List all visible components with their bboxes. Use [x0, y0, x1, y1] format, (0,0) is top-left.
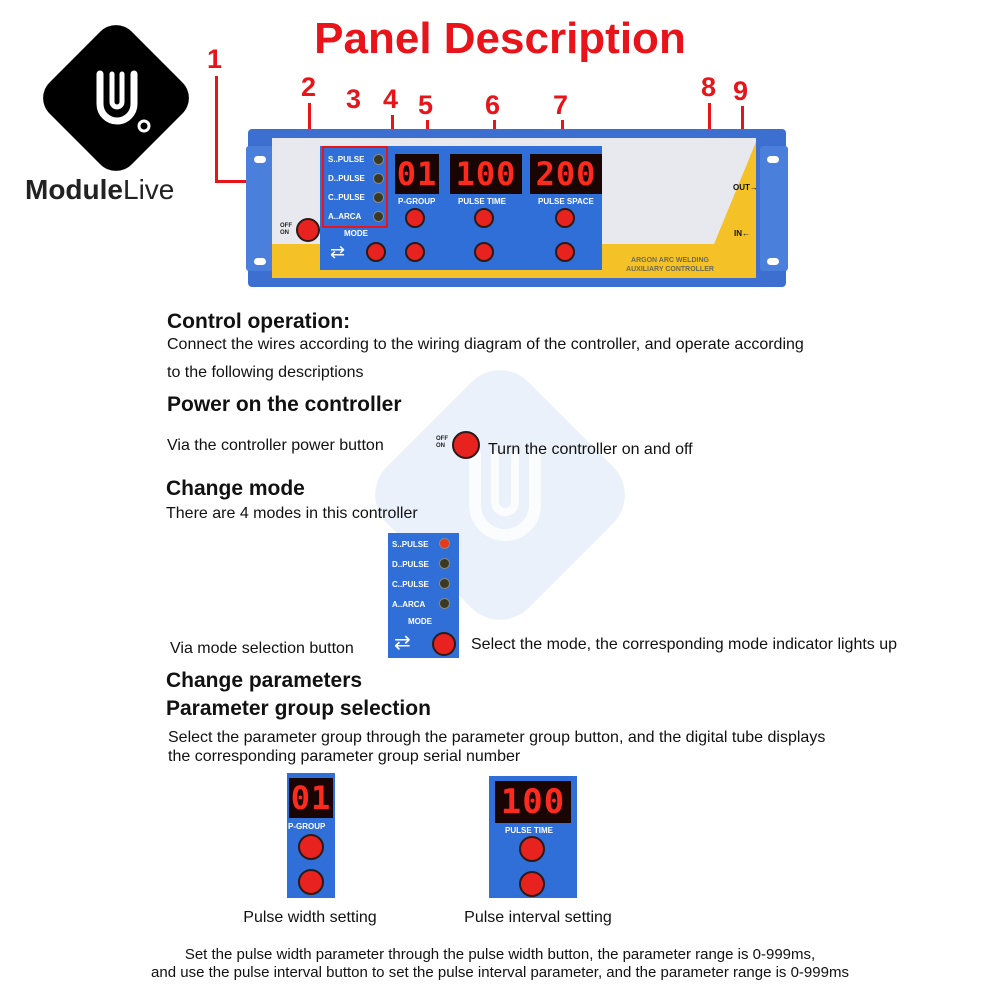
mode-c-pulse-label: C..PULSE — [328, 193, 365, 202]
control-line-2: to the following descriptions — [167, 364, 364, 381]
mode-via-text: Via mode selection button — [170, 640, 354, 657]
pulse-time-down-button[interactable] — [474, 242, 494, 262]
mount-hole — [767, 156, 779, 163]
mode-a-arca-led — [373, 211, 384, 222]
mode-highlight-box — [322, 146, 388, 228]
out-terminal-label: OUT→ — [733, 183, 758, 192]
power-inset-on: ON — [436, 443, 445, 449]
mode-inset-label: MODE — [408, 617, 432, 626]
mount-hole — [767, 258, 779, 265]
mode-line: There are 4 modes in this controller — [166, 505, 418, 522]
callout-6: 6 — [485, 90, 501, 120]
p-group-inset-label: P-GROUP — [288, 822, 326, 831]
mode-desc-text: Select the mode, the corresponding mode … — [471, 636, 898, 653]
footer-line-2: and use the pulse interval button to set… — [151, 964, 849, 981]
mode-heading: Change mode — [166, 477, 305, 500]
mode-s-pulse-led — [373, 154, 384, 165]
power-inset-off: OFF — [436, 436, 448, 442]
mode-a-arca-label: A..ARCA — [328, 212, 362, 221]
logo-brand-module: Module — [25, 174, 123, 205]
pulse-time-up-button[interactable] — [474, 208, 494, 228]
pulse-time-inset-up-button — [519, 836, 545, 862]
power-via-text: Via the controller power button — [167, 437, 384, 454]
power-heading: Power on the controller — [167, 393, 402, 416]
mount-hole — [254, 258, 266, 265]
callout-3: 3 — [346, 84, 362, 114]
mode-inset-button — [432, 632, 456, 656]
mount-hole — [254, 156, 266, 163]
mode-inset-d-led — [439, 558, 450, 569]
brand-line-2: AUXILIARY CONTROLLER — [626, 266, 714, 273]
mode-label: MODE — [344, 229, 368, 238]
mode-inset-a-led — [439, 598, 450, 609]
pulse-space-display: 200 — [530, 154, 602, 194]
pulse-space-down-button[interactable] — [555, 242, 575, 262]
control-line-1: Connect the wires according to the wirin… — [167, 336, 804, 353]
mounting-flange-right — [760, 146, 788, 271]
group-heading: Parameter group selection — [166, 697, 431, 720]
pulse-space-up-button[interactable] — [555, 208, 575, 228]
pulse-space-label: PULSE SPACE — [538, 197, 594, 206]
mode-inset-a-arca: A..ARCA — [392, 600, 426, 609]
logo-brand-live: Live — [123, 174, 175, 205]
pulse-time-display: 100 — [450, 154, 522, 194]
p-group-up-button[interactable] — [405, 208, 425, 228]
mounting-flange-left — [246, 146, 274, 271]
callout-2: 2 — [301, 72, 317, 102]
pulse-time-inset-label: PULSE TIME — [505, 826, 554, 835]
cycle-icon: ⇄ — [330, 242, 346, 262]
brand-line-1: ARGON ARC WELDING — [631, 257, 709, 264]
watermark-mark-icon — [469, 449, 541, 541]
pulse-time-inset-display: 100 — [495, 781, 571, 823]
mode-inset-c-led — [439, 578, 450, 589]
mode-inset-d-pulse: D..PULSE — [392, 560, 429, 569]
logo-wordmark: ModuleLive — [25, 174, 174, 206]
p-group-inset-up-button — [298, 834, 324, 860]
power-on-label: ON — [280, 230, 289, 236]
p-group-down-button[interactable] — [405, 242, 425, 262]
mode-d-pulse-label: D..PULSE — [328, 174, 365, 183]
power-button[interactable] — [296, 218, 320, 242]
callout-7: 7 — [553, 90, 569, 120]
p-group-inset-down-button — [298, 869, 324, 895]
power-desc-text: Turn the controller on and off — [488, 441, 693, 458]
mode-button[interactable] — [366, 242, 386, 262]
mode-c-pulse-led — [373, 192, 384, 203]
mode-inset-cycle-icon: ⇄ — [394, 632, 411, 654]
callout-line-1 — [215, 76, 218, 182]
p-group-inset-display: 01 — [289, 778, 333, 818]
pulse-time-label: PULSE TIME — [458, 197, 507, 206]
params-heading: Change parameters — [166, 669, 363, 692]
footer-line-1: Set the pulse width parameter through th… — [184, 946, 816, 963]
mode-s-pulse-label: S..PULSE — [328, 155, 365, 164]
group-line-1: Select the parameter group through the p… — [168, 729, 826, 746]
device-brand-text: ARGON ARC WELDING AUXILIARY CONTROLLER — [610, 256, 730, 274]
in-terminal-label: IN← — [734, 229, 750, 238]
callout-8: 8 — [701, 72, 717, 102]
logo-mark-icon — [96, 70, 151, 133]
mode-d-pulse-led — [373, 173, 384, 184]
power-off-label: OFF — [280, 223, 292, 229]
callout-9: 9 — [733, 76, 749, 106]
mode-inset-c-pulse: C..PULSE — [392, 580, 429, 589]
mode-inset-s-pulse: S..PULSE — [392, 540, 429, 549]
control-heading: Control operation: — [167, 310, 351, 333]
callout-line-1b — [215, 180, 273, 183]
callout-4: 4 — [383, 84, 399, 114]
pulse-interval-caption: Pulse interval setting — [464, 909, 612, 926]
p-group-label: P-GROUP — [398, 197, 436, 206]
pulse-time-inset-down-button — [519, 871, 545, 897]
pulse-width-caption: Pulse width setting — [243, 909, 377, 926]
callout-1: 1 — [207, 44, 223, 74]
page-title: Panel Description — [314, 14, 686, 63]
group-line-2: the corresponding parameter group serial… — [168, 748, 521, 765]
callout-5: 5 — [418, 90, 434, 120]
mode-inset-s-led-lit — [439, 538, 450, 549]
group-display: 01 — [395, 154, 439, 194]
power-inset-button — [452, 431, 480, 459]
